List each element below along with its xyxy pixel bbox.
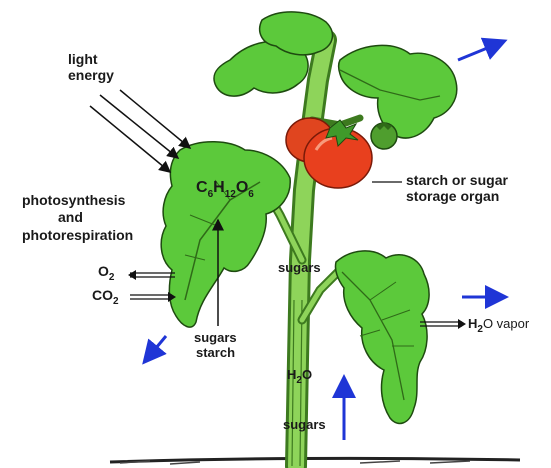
glucose-h-sub: 12: [225, 189, 237, 200]
vapor-arrow-head: [458, 319, 466, 329]
glucose-o: O: [236, 179, 248, 196]
light-arrow-2: [90, 106, 170, 172]
o2-text: O: [98, 263, 109, 279]
photosynthesis-label-3: photorespiration: [22, 227, 133, 243]
tomato-unripe: [371, 123, 397, 149]
light-energy-label-2: energy: [68, 67, 114, 83]
co2-text: CO: [92, 287, 113, 303]
light-energy-label-1: light: [68, 51, 98, 67]
storage-label-1: starch or sugar: [406, 172, 508, 188]
blue-arrow-top-right: [458, 42, 502, 60]
sugars-lower-label: sugars: [283, 417, 326, 432]
glucose-h: H: [213, 179, 225, 196]
photosynthesis-label-1: photosynthesis: [22, 192, 126, 208]
glucose-o-sub: 6: [248, 189, 254, 200]
leaf-right-lower: [335, 251, 429, 424]
glucose-c: C: [196, 179, 208, 196]
h2o-stem-h: H: [287, 367, 296, 382]
vapor-h: H: [468, 316, 477, 331]
co2-label: CO2: [92, 287, 119, 307]
leaf-left: [161, 142, 290, 327]
vapor-rest: O vapor: [483, 316, 530, 331]
h2o-stem-o: O: [302, 367, 312, 382]
blue-arrow-bottom-left: [146, 336, 166, 360]
o2-sub: 2: [109, 272, 115, 283]
sugars-stem-label: sugars: [278, 260, 321, 275]
sugars-starch-label-2: starch: [196, 345, 235, 360]
photosynthesis-label-2: and: [58, 209, 83, 225]
light-arrow-1: [100, 95, 178, 158]
h2o-vapor-label: H2O vapor: [468, 316, 530, 335]
sugars-starch-label-1: sugars: [194, 330, 237, 345]
co2-sub: 2: [113, 296, 119, 307]
storage-label-2: storage organ: [406, 188, 499, 204]
o2-label: O2: [98, 263, 115, 283]
o2-arrow-head: [128, 270, 136, 280]
